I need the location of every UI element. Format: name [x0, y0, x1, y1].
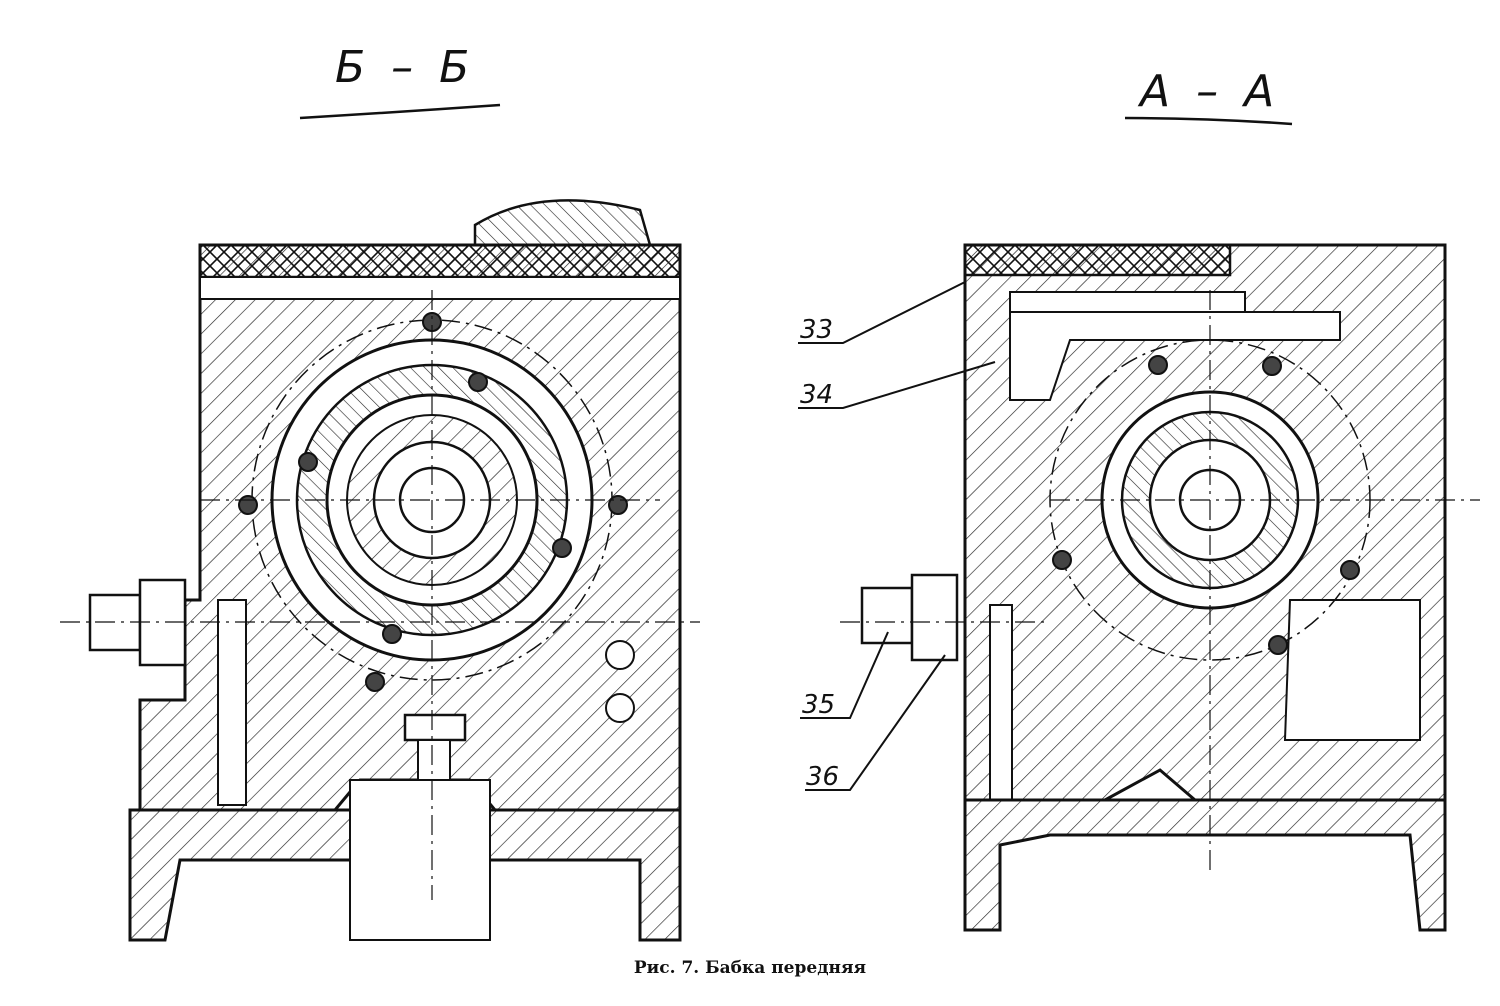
view-title-a-a: А – А: [1140, 66, 1281, 117]
section-b-b-view: [60, 199, 700, 942]
bed-right: [963, 798, 1447, 932]
guide-strip-left: [198, 243, 682, 279]
callout-36: 36: [806, 762, 839, 792]
callout-35: 35: [802, 690, 835, 720]
figure-caption: Рис. 7. Бабка передняя: [633, 958, 867, 978]
bed-left: [128, 808, 682, 942]
guide-strip-right: [963, 243, 1232, 277]
view-title-b-b: Б – Б: [335, 42, 476, 93]
section-a-a-view: [840, 243, 1480, 932]
callout-33: 33: [800, 315, 833, 345]
callouts: 33 34 35 36: [798, 281, 996, 792]
callout-34: 34: [800, 380, 833, 410]
top-cover-left: [473, 199, 652, 247]
